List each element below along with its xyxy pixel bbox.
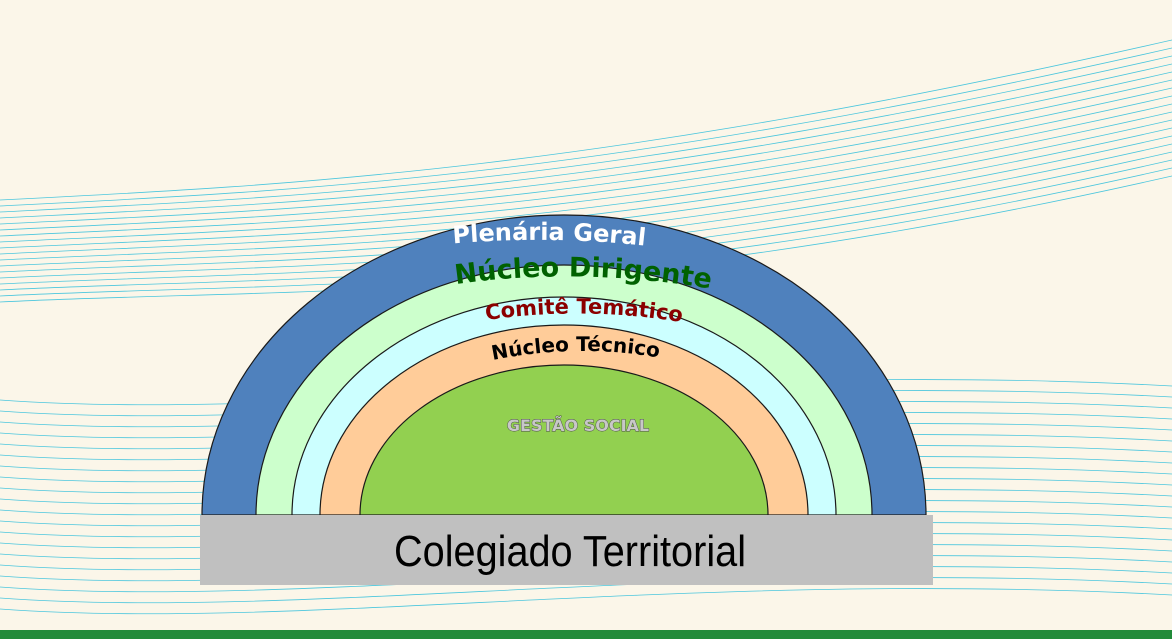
- bottom-bar: [0, 630, 1172, 639]
- wave-line: [0, 39, 1172, 201]
- wave-line: [0, 79, 1172, 231]
- base-colegiado-territorial: [200, 515, 933, 585]
- wave-line: [0, 95, 1172, 243]
- wave-line: [0, 103, 1172, 249]
- wave-line: [0, 87, 1172, 237]
- wave-line: [0, 47, 1172, 207]
- label-gestao-social: GESTÃO SOCIAL: [507, 416, 649, 435]
- wave-line: [0, 588, 1172, 615]
- wave-line: [0, 63, 1172, 219]
- wave-line: [0, 577, 1172, 604]
- wave-line: [0, 55, 1172, 213]
- base-label: Colegiado Territorial: [394, 527, 746, 576]
- wave-line: [0, 71, 1172, 225]
- layer-gestao-social: [359, 364, 769, 516]
